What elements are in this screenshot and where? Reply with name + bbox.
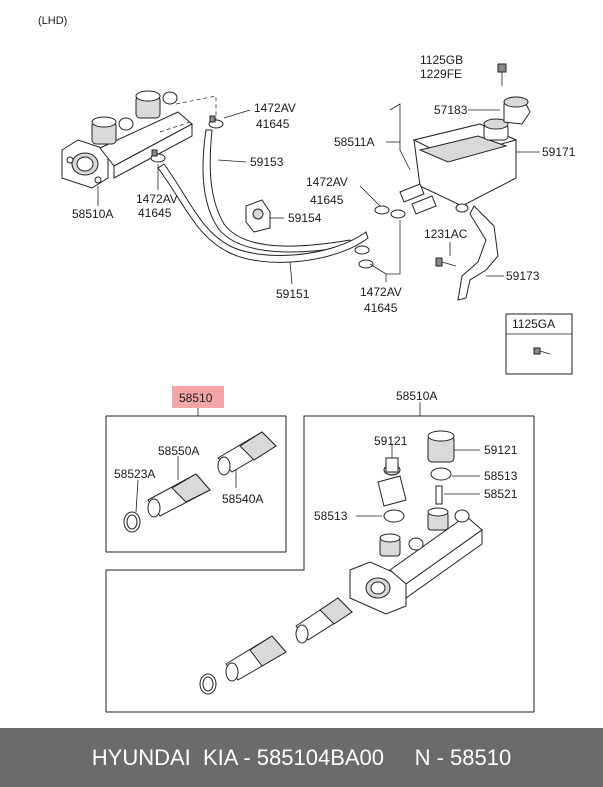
label-58513-left: 58513: [314, 509, 348, 523]
label-1472av-b: 1472AV: [136, 192, 178, 206]
assembly-box: [105, 415, 535, 713]
label-58510a-top: 58510A: [72, 207, 113, 221]
clip-59154: [245, 199, 271, 233]
label-1125gb: 1125GB: [420, 53, 463, 67]
label-58510: 58510: [179, 391, 213, 405]
label-1472av-c: 1472AV: [306, 175, 348, 189]
master-cylinder-bottom: [349, 507, 483, 615]
snap-ring-58523a: [123, 511, 141, 533]
variant-label: (LHD): [38, 15, 67, 27]
piston-58540a: [217, 431, 277, 476]
part-box-1125ga: 1125GA: [505, 313, 573, 375]
label-57183: 57183: [434, 103, 468, 117]
bolt-1231ac: [435, 257, 457, 267]
label-41645-d: 41645: [364, 301, 398, 315]
cap-59121-left: [377, 457, 407, 507]
piston-58550a: [147, 473, 211, 518]
snap-ring-exploded: [199, 673, 217, 695]
footer-bar: HYUNDAI KIA - 585104BA00 N - 58510: [0, 728, 603, 787]
label-59153: 59153: [250, 155, 284, 169]
piston-exploded-2: [225, 635, 287, 682]
label-59171: 59171: [542, 145, 576, 159]
seal-58513-left: [383, 509, 405, 523]
label-59121-left: 59121: [374, 434, 408, 448]
label-59154: 59154: [288, 211, 322, 225]
label-59121-right: 59121: [484, 443, 518, 457]
clamp-reservoir-lower: [354, 245, 374, 269]
label-59151: 59151: [276, 287, 310, 301]
footer-text: HYUNDAI KIA - 585104BA00 N - 58510: [91, 744, 512, 770]
label-1472av-a: 1472AV: [254, 101, 296, 115]
label-1125ga: 1125GA: [512, 317, 555, 331]
repair-kit-box: [105, 415, 287, 553]
label-58523a: 58523A: [114, 467, 155, 481]
master-cylinder-top: [61, 90, 193, 189]
clamp-reservoir-upper: [374, 205, 406, 219]
highlight-58510: [172, 386, 224, 408]
label-41645-b: 41645: [138, 206, 172, 220]
pin-58521: [435, 485, 443, 505]
label-59173: 59173: [506, 269, 540, 283]
cap-57183: [503, 96, 531, 125]
label-58511a: 58511A: [334, 135, 374, 149]
label-58521: 58521: [484, 487, 518, 501]
label-58510a-bottom: 58510A: [396, 389, 437, 403]
label-1231ac: 1231AC: [424, 227, 468, 241]
seal-58513-right: [430, 467, 452, 481]
cap-59121-right: [427, 430, 455, 463]
label-41645-c: 41645: [310, 193, 344, 207]
reservoir: [399, 118, 518, 215]
bolt-1125gb: [497, 63, 507, 86]
clamp-top: [208, 115, 224, 129]
label-58540a: 58540A: [222, 492, 263, 506]
clamp-left: [150, 149, 166, 163]
label-41645-a: 41645: [256, 117, 290, 131]
label-1472av-d: 1472AV: [360, 285, 402, 299]
piston-exploded-1: [295, 597, 353, 644]
label-58550a: 58550A: [158, 444, 199, 458]
label-58513-right: 58513: [484, 469, 518, 483]
label-1229fe: 1229FE: [420, 67, 462, 81]
bracket-59173: [457, 205, 499, 301]
